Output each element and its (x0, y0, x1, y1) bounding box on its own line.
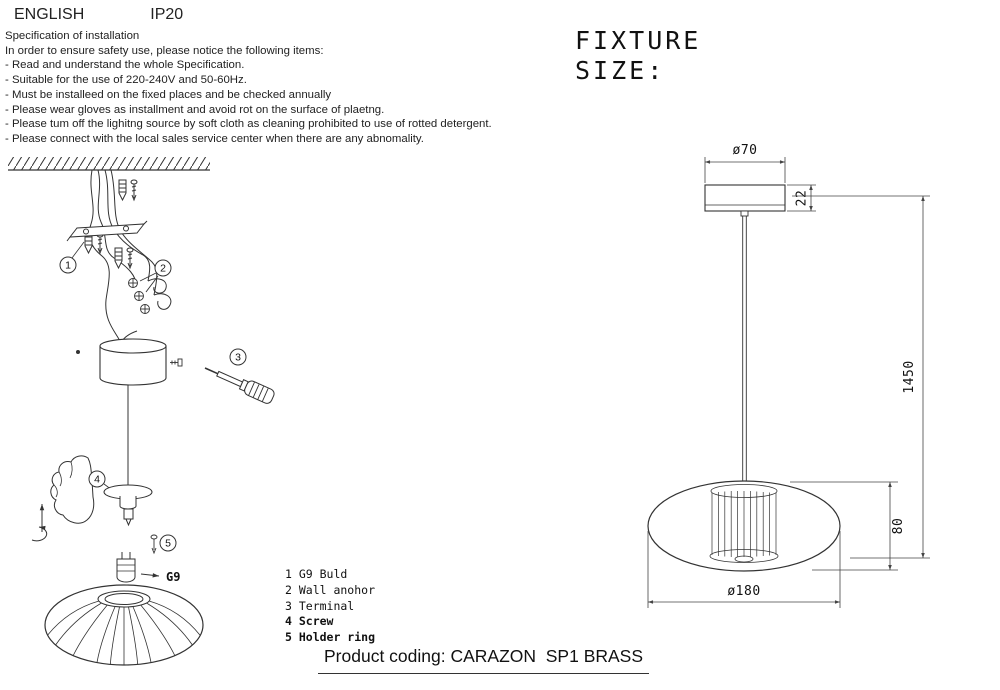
legend-item: 4 Screw (285, 614, 334, 629)
spec-line: - Suitable for the use of 220-240V and 5… (5, 74, 247, 87)
step-marker-4: 4 (88, 470, 113, 491)
screw-icon (126, 247, 134, 270)
step-marker-5: 5 (159, 534, 177, 552)
small-screw-dot (76, 350, 80, 354)
hand-illustration (50, 455, 95, 524)
legend-item: 2 Wall anohor (285, 582, 376, 597)
motion-arrows (31, 504, 48, 542)
suspension-rod (742, 216, 747, 482)
step-number: 4 (94, 474, 100, 486)
dimension-shade-height (790, 481, 898, 571)
spec-intro: In order to ensure safety use, please no… (5, 44, 324, 57)
g9-bulb (116, 552, 136, 583)
step-number: 1 (65, 260, 71, 272)
holder-ring (103, 484, 153, 527)
bulb-type-label: G9 (166, 570, 180, 584)
fixture-size-title: FIXTURE SIZE: (575, 26, 701, 86)
terminal-screws (128, 272, 159, 314)
legend-item: 5 Holder ring (285, 630, 376, 645)
dimension-canopy-height (787, 184, 816, 212)
spec-line: - Please wear gloves as installment and … (5, 103, 385, 116)
installation-diagram: 1 2 (8, 157, 275, 666)
parts-legend: 1 G9 Buld 2 Wall anohor 3 Terminal 4 Scr… (285, 567, 375, 646)
ceiling-hatch (8, 157, 210, 171)
page-header: ENGLISH IP20 (14, 6, 183, 24)
wall-anchor (84, 232, 93, 255)
wall-anchor (118, 179, 127, 202)
dimension-canopy-diameter (704, 157, 786, 183)
canopy (99, 338, 167, 386)
step-number: 5 (165, 538, 171, 550)
step-marker-3: 3 (229, 348, 247, 366)
canopy-diameter-label: ø70 (733, 143, 758, 158)
fixture-size-line2: SIZE: (575, 56, 666, 85)
product-coding: Product coding: CARAZON SP1 BRASS (318, 646, 650, 674)
canopy-drawing (704, 184, 786, 217)
bulb-leader-arrow (140, 573, 160, 578)
spec-line: - Please connect with the local sales se… (5, 132, 424, 145)
spec-line: - Read and understand the whole Specific… (5, 59, 245, 72)
step-number: 3 (235, 352, 241, 364)
spec-title: Specification of installation (5, 30, 140, 42)
dimension-shade-diameter (647, 531, 841, 608)
spec-line: - Please tum off the lighitng source by … (5, 118, 492, 131)
overall-height-label: 1450 (902, 360, 917, 393)
screw-small (150, 534, 158, 555)
installation-spec-text: Specification of installation In order t… (5, 29, 492, 147)
legend-item: 3 Terminal (285, 598, 355, 613)
fixture-size-line1: FIXTURE (575, 26, 702, 55)
screwdriver (204, 367, 275, 404)
step-marker-2: 2 (154, 259, 172, 277)
fixture-dimension-diagram: ø70 22 1450 80 ø180 (647, 143, 930, 608)
step-marker-1: 1 (59, 241, 85, 274)
shade-height-label: 80 (891, 518, 906, 535)
small-screw (170, 358, 183, 367)
step-number: 2 (160, 263, 166, 275)
canopy-height-label: 22 (795, 190, 810, 207)
wall-anchor (114, 247, 123, 270)
ip-rating-label: IP20 (150, 6, 184, 23)
shade-diameter-label: ø180 (727, 584, 760, 599)
mounting-bracket (66, 220, 148, 242)
shade-drawing (647, 480, 841, 572)
language-label: ENGLISH (14, 6, 85, 23)
spec-line: - Must be installeed on the fixed places… (5, 88, 332, 101)
screw-icon (130, 179, 138, 202)
screw-icon (96, 232, 104, 255)
lamp-shade (44, 584, 204, 666)
legend-item: 1 G9 Buld (285, 567, 348, 581)
